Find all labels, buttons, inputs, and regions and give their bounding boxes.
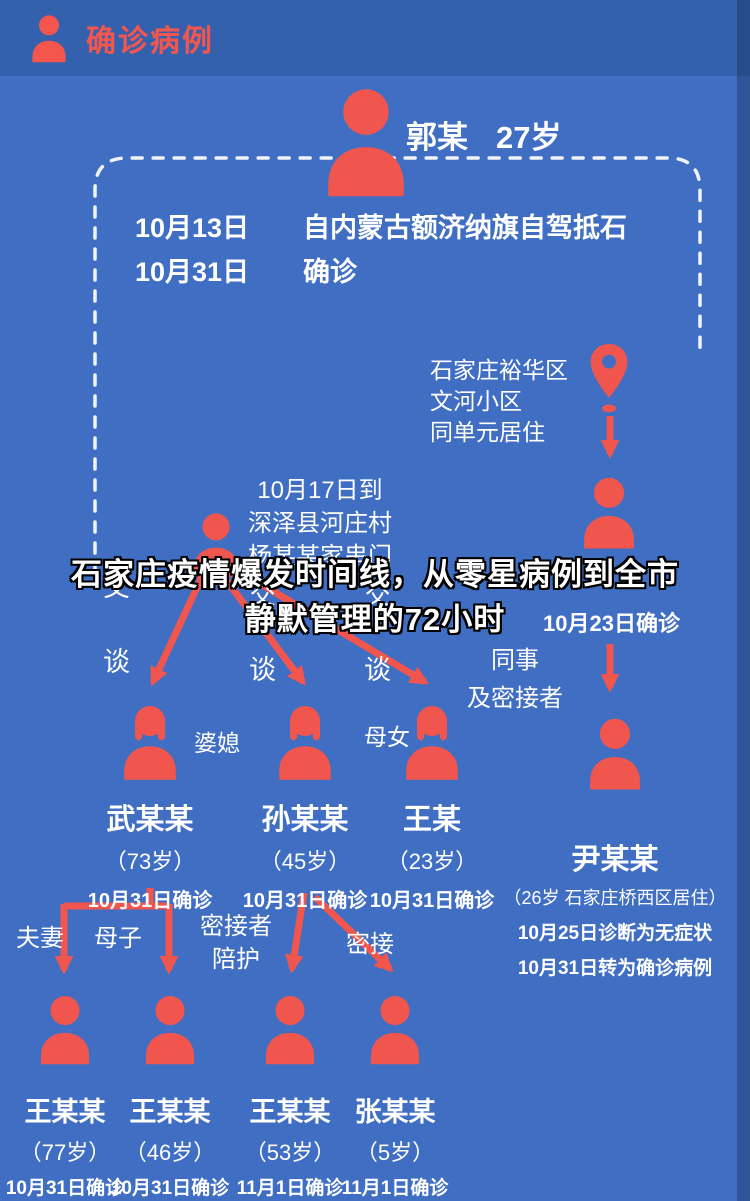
visited-person-icon xyxy=(190,510,242,578)
case-status1: 10月25日诊断为无症状 xyxy=(517,923,713,944)
arrow-talk-1 xyxy=(149,564,211,687)
case-age: （45岁） xyxy=(259,849,351,874)
colleague-relation-line1: 同事 xyxy=(491,647,539,674)
case-confirm-date: 10月31日确诊 xyxy=(242,890,368,912)
case-confirm-date: 10月31日确诊 xyxy=(110,1178,230,1199)
case-confirm-date: 10月31日确诊 xyxy=(5,1178,125,1199)
relation-label-mother-son: 母子 xyxy=(94,925,142,952)
timeline-event-1: 自内蒙古额济纳旗自驾抵石 xyxy=(303,213,627,243)
article-title-line2: 静默管理的72小时 xyxy=(244,602,506,637)
relation-label-close-contact: 密接 xyxy=(346,931,394,958)
article-title-overlay: 石家庄疫情爆发时间线，从零星病例到全市 静默管理的72小时 xyxy=(0,552,750,642)
case-name: 尹某某 xyxy=(571,844,659,876)
timeline-date-2: 10月31日 xyxy=(135,257,250,287)
talk-label-3: 交谈 xyxy=(360,580,390,730)
index-case-person-icon xyxy=(322,84,410,198)
male-person-icon xyxy=(142,992,198,1066)
case-age: （73岁） xyxy=(104,849,196,874)
case-name: 武某某 xyxy=(106,804,194,836)
case-name: 王某某 xyxy=(249,1097,331,1127)
residence-line1: 石家庄裕华区 xyxy=(430,357,568,383)
case-card-zhang5: 张某某 （5岁） 11月1日确诊 xyxy=(330,992,460,1200)
timeline-date-1: 10月13日 xyxy=(135,213,250,243)
visit-line2: 深泽县河庄村 xyxy=(248,510,392,537)
case-card-wang46: 王某某 （46岁） 10月31日确诊 xyxy=(105,992,235,1200)
header-person-icon xyxy=(28,13,70,63)
timeline-row-2: 10月31日 确诊 xyxy=(135,250,357,289)
location-pin-icon xyxy=(586,342,632,418)
case-age: （23岁） xyxy=(386,849,478,874)
index-case-name: 郭某 xyxy=(406,120,468,155)
relation-tag-poxi: 婆媳 xyxy=(194,730,240,756)
resident-person-icon xyxy=(580,474,638,550)
index-case-name-row: 郭某 27岁 xyxy=(406,112,561,157)
case-confirm-date: 11月1日确诊 xyxy=(236,1178,344,1199)
case-name: 王某某 xyxy=(24,1097,106,1127)
case-card-wang53: 王某某 （53岁） 11月1日确诊 xyxy=(225,992,355,1200)
timeline-event-2: 确诊 xyxy=(303,257,357,287)
right-edge-shade xyxy=(737,0,750,1201)
case-name: 张某某 xyxy=(354,1097,436,1127)
male-person-icon xyxy=(37,992,93,1066)
male-person-icon xyxy=(367,992,423,1066)
female-person-icon xyxy=(120,702,180,782)
visit-line3: 杨某某家串门 xyxy=(248,543,392,570)
index-case-age: 27岁 xyxy=(496,120,562,155)
case-info: （26岁 石家庄桥西区居住） xyxy=(503,888,727,908)
visit-info: 10月17日到 深泽县河庄村 杨某某家串门 xyxy=(214,474,426,573)
arrow-to-zhang5 xyxy=(312,894,394,973)
header-bar: 确诊病例 xyxy=(0,0,750,76)
case-card-wu: 武某某 （73岁） 10月31日确诊 xyxy=(70,702,230,913)
case-confirm-date: 10月31日确诊 xyxy=(87,890,213,912)
case-age: （53岁） xyxy=(244,1140,336,1165)
case-card-wang23: 王某 （23岁） 10月31日确诊 xyxy=(352,702,512,913)
dashed-route-line xyxy=(93,156,702,576)
talk-label-2: 交谈 xyxy=(245,580,275,730)
case-age: （46岁） xyxy=(124,1140,216,1165)
case-age: （5岁） xyxy=(355,1140,435,1165)
case-name: 孙某某 xyxy=(261,804,349,836)
female-person-icon xyxy=(275,702,335,782)
relation-tag-munv: 母女 xyxy=(364,724,410,750)
residence-line2: 文河小区 xyxy=(430,388,522,414)
male-person-icon xyxy=(586,714,644,792)
male-person-icon xyxy=(262,992,318,1066)
case-age: （77岁） xyxy=(19,1140,111,1165)
relation-label-care-line1: 密接者 xyxy=(200,913,272,940)
header-title: 确诊病例 xyxy=(86,25,214,58)
residence-info: 石家庄裕华区 文河小区 同单元居住 xyxy=(430,355,568,448)
residence-line3: 同单元居住 xyxy=(430,419,545,445)
colleague-relation-line2: 及密接者 xyxy=(467,685,563,712)
case-status2: 10月31日转为确诊病例 xyxy=(517,958,713,979)
article-title-line1: 石家庄疫情爆发时间线，从零星病例到全市 xyxy=(71,557,679,592)
case-confirm-date: 11月1日确诊 xyxy=(341,1178,449,1199)
female-person-icon xyxy=(402,702,462,782)
timeline-row-1: 10月13日 自内蒙古额济纳旗自驾抵石 xyxy=(135,206,627,245)
colleague-relation: 同事 及密接者 xyxy=(448,642,582,718)
case-card-yin: 尹某某 （26岁 石家庄桥西区居住） 10月25日诊断为无症状 10月31日转为… xyxy=(490,714,740,980)
case-card-wang77: 王某某 （77岁） 10月31日确诊 xyxy=(0,992,130,1200)
case-name: 王某 xyxy=(402,804,461,836)
neighbor-confirm-date: 10月23日确诊 xyxy=(543,611,680,636)
relation-label-care: 密接者 陪护 xyxy=(192,910,280,976)
arrow-to-wang53 xyxy=(284,892,308,974)
arrow-talk-3 xyxy=(229,562,430,686)
relation-label-care-line2: 陪护 xyxy=(212,946,260,973)
case-confirm-date: 10月31日确诊 xyxy=(369,890,495,912)
visit-line1: 10月17日到 xyxy=(257,477,383,504)
arrow-talk-2 xyxy=(217,569,306,686)
relation-label-couple: 夫妻 xyxy=(16,925,64,952)
case-name: 王某某 xyxy=(129,1097,211,1127)
case-card-sun: 孙某某 （45岁） 10月31日确诊 xyxy=(225,702,385,913)
talk-label-1: 交谈 xyxy=(99,572,129,722)
